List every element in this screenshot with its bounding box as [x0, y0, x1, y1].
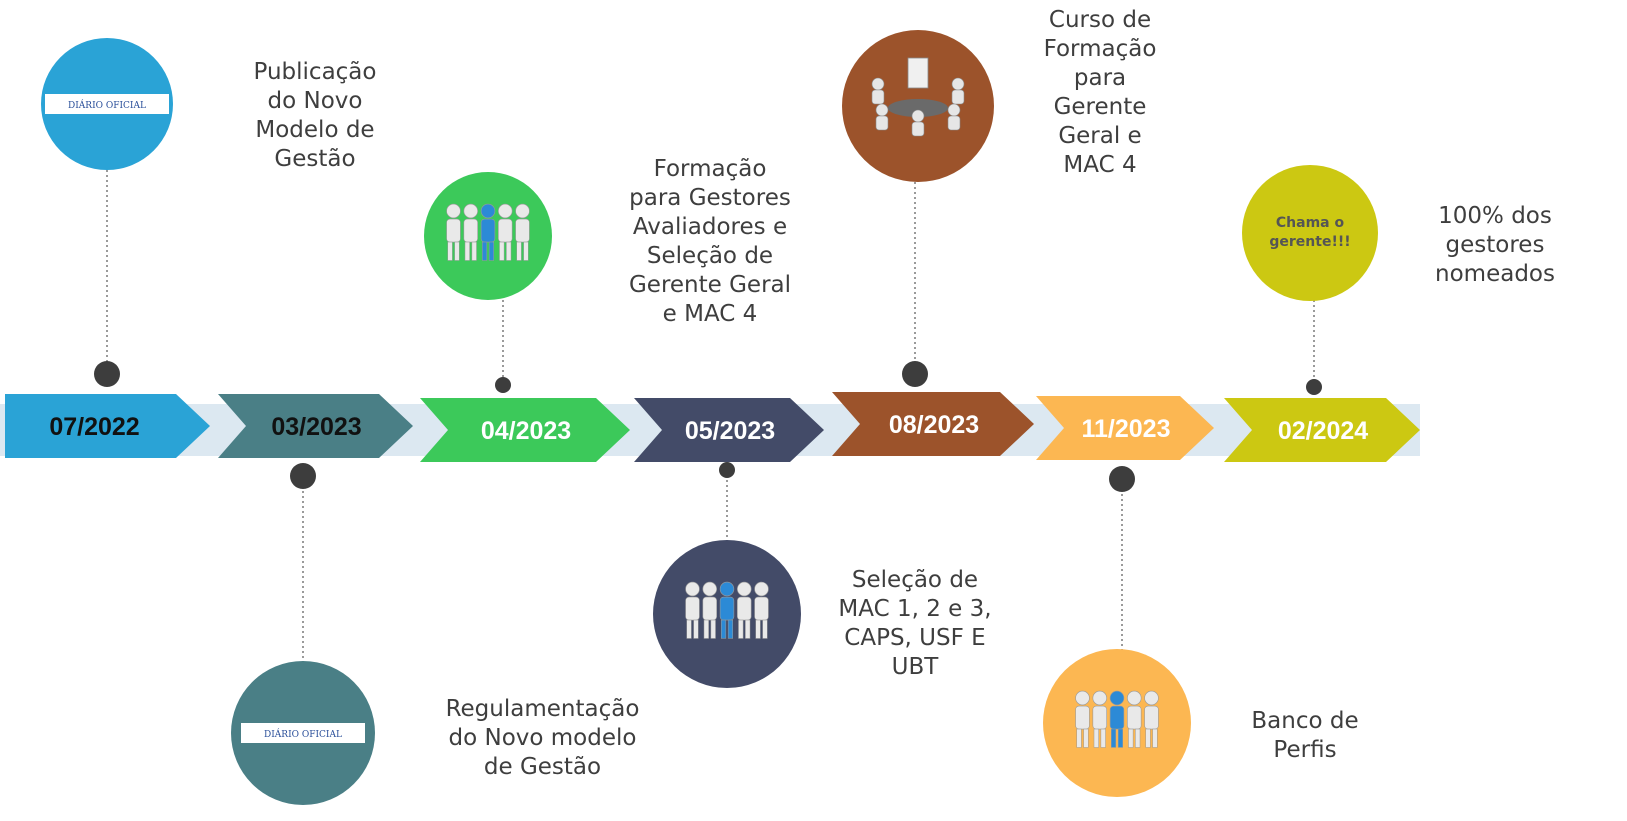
- date-label: 04/2023: [481, 417, 571, 445]
- arrow-5: [1036, 396, 1214, 460]
- badge-text-line: Chama o: [1276, 215, 1345, 231]
- milestone-label-07-2022: Publicação do Novo Modelo de Gestão: [253, 59, 377, 172]
- date-label: 03/2023: [271, 413, 361, 441]
- badge-text-line: gerente!!!: [1269, 234, 1350, 250]
- arrow-3: [634, 398, 824, 462]
- arrow-1: [218, 394, 413, 458]
- connector-dot: [1109, 466, 1135, 492]
- connector-dot: [94, 361, 120, 387]
- people-group-icon: [653, 540, 801, 688]
- connector-dot: [290, 463, 316, 489]
- badge-circle: Chama o gerente!!!: [1242, 165, 1378, 301]
- date-label: 05/2023: [685, 417, 775, 445]
- connector-dot: [495, 377, 511, 393]
- connector-dot: [902, 361, 928, 387]
- date-label: 08/2023: [889, 411, 979, 439]
- connector-dot: [719, 462, 735, 478]
- arrow-0: [5, 394, 210, 458]
- arrow-6: [1224, 398, 1420, 462]
- diario-oficial-logo: DIÁRIO OFICIAL: [231, 661, 375, 805]
- diario-oficial-logo: DIÁRIO OFICIAL: [41, 38, 173, 170]
- people-group-icon: [424, 172, 552, 300]
- diario-oficial-logo-text: DIÁRIO OFICIAL: [264, 728, 342, 740]
- milestone-label-05-2023: Seleção de MAC 1, 2 e 3, CAPS, USF E UBT: [838, 567, 992, 680]
- milestone-label-11-2023: Banco de Perfis: [1251, 708, 1359, 763]
- people-group-icon: [1043, 649, 1191, 797]
- milestone-label-03-2023: Regulamentação do Novo modelo de Gestão: [445, 696, 640, 780]
- milestone-label-08-2023: Curso de Formação para Gerente Geral e M…: [1043, 7, 1157, 178]
- connector-dot: [1306, 379, 1322, 395]
- date-label: 11/2023: [1082, 415, 1171, 443]
- milestone-label-04-2023: Formação para Gestores Avaliadores e Sel…: [628, 156, 792, 327]
- meeting-table-icon: [842, 30, 994, 182]
- milestone-label-02-2024: 100% dos gestores nomeados: [1435, 203, 1555, 287]
- arrow-4: [832, 392, 1034, 456]
- date-label: 07/2022: [49, 413, 139, 441]
- arrow-2: [420, 398, 630, 462]
- diario-oficial-logo-text: DIÁRIO OFICIAL: [68, 99, 146, 111]
- date-label: 02/2024: [1278, 417, 1368, 445]
